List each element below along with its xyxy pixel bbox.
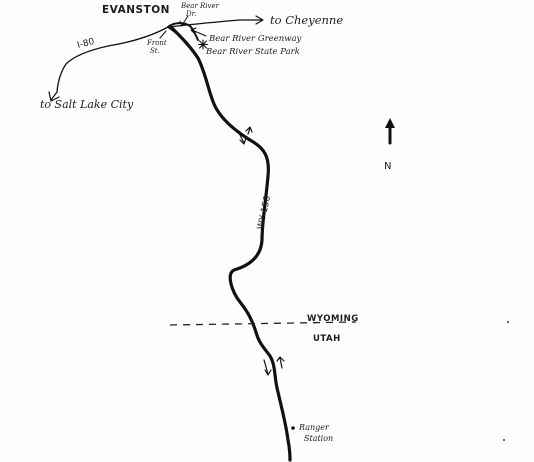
highway-label: WY 150: [256, 195, 273, 231]
greenway-label: Bear River Greenway: [208, 34, 302, 44]
town-label: EVANSTON: [102, 4, 170, 16]
to-slc-label: to Salt Lake City: [40, 98, 134, 111]
front-st-pointer: [159, 30, 167, 39]
asterisk-marker-icon: [197, 39, 209, 50]
i80-road: [56, 19, 241, 93]
to-cheyenne-arrow-icon: [239, 15, 264, 25]
ranger-label-line1: Ranger: [298, 423, 330, 432]
bear-river-dr-label-line2: Dr.: [185, 10, 196, 18]
greenway-pointer: [190, 27, 207, 37]
state-park-label: Bear River State Park: [205, 47, 300, 57]
front-st-label-line1: Front: [146, 39, 167, 47]
to-cheyenne-label: to Cheyenne: [270, 13, 343, 27]
ranger-station-dot-icon: [291, 426, 295, 430]
wyoming-label: WYOMING: [307, 314, 359, 324]
ranger-label-line2: Station: [304, 434, 333, 443]
utah-label: UTAH: [313, 334, 341, 344]
bear-river-dr-loop: [167, 22, 199, 41]
bear-river-dr-label-line1: Bear River: [180, 2, 220, 10]
north-arrow-icon: [385, 118, 395, 145]
interstate-label: I-80: [76, 37, 96, 51]
route-direction-arrow-icon: [237, 126, 253, 145]
front-st-label-line2: St.: [150, 47, 160, 55]
stray-mark: [503, 439, 505, 441]
wy150-route: [170, 26, 292, 462]
north-label: N: [384, 161, 391, 172]
route-direction-arrow-icon: [263, 356, 285, 376]
state-border: [169, 321, 357, 326]
stray-mark: [507, 321, 509, 323]
to-slc-arrow-icon: [48, 91, 60, 102]
